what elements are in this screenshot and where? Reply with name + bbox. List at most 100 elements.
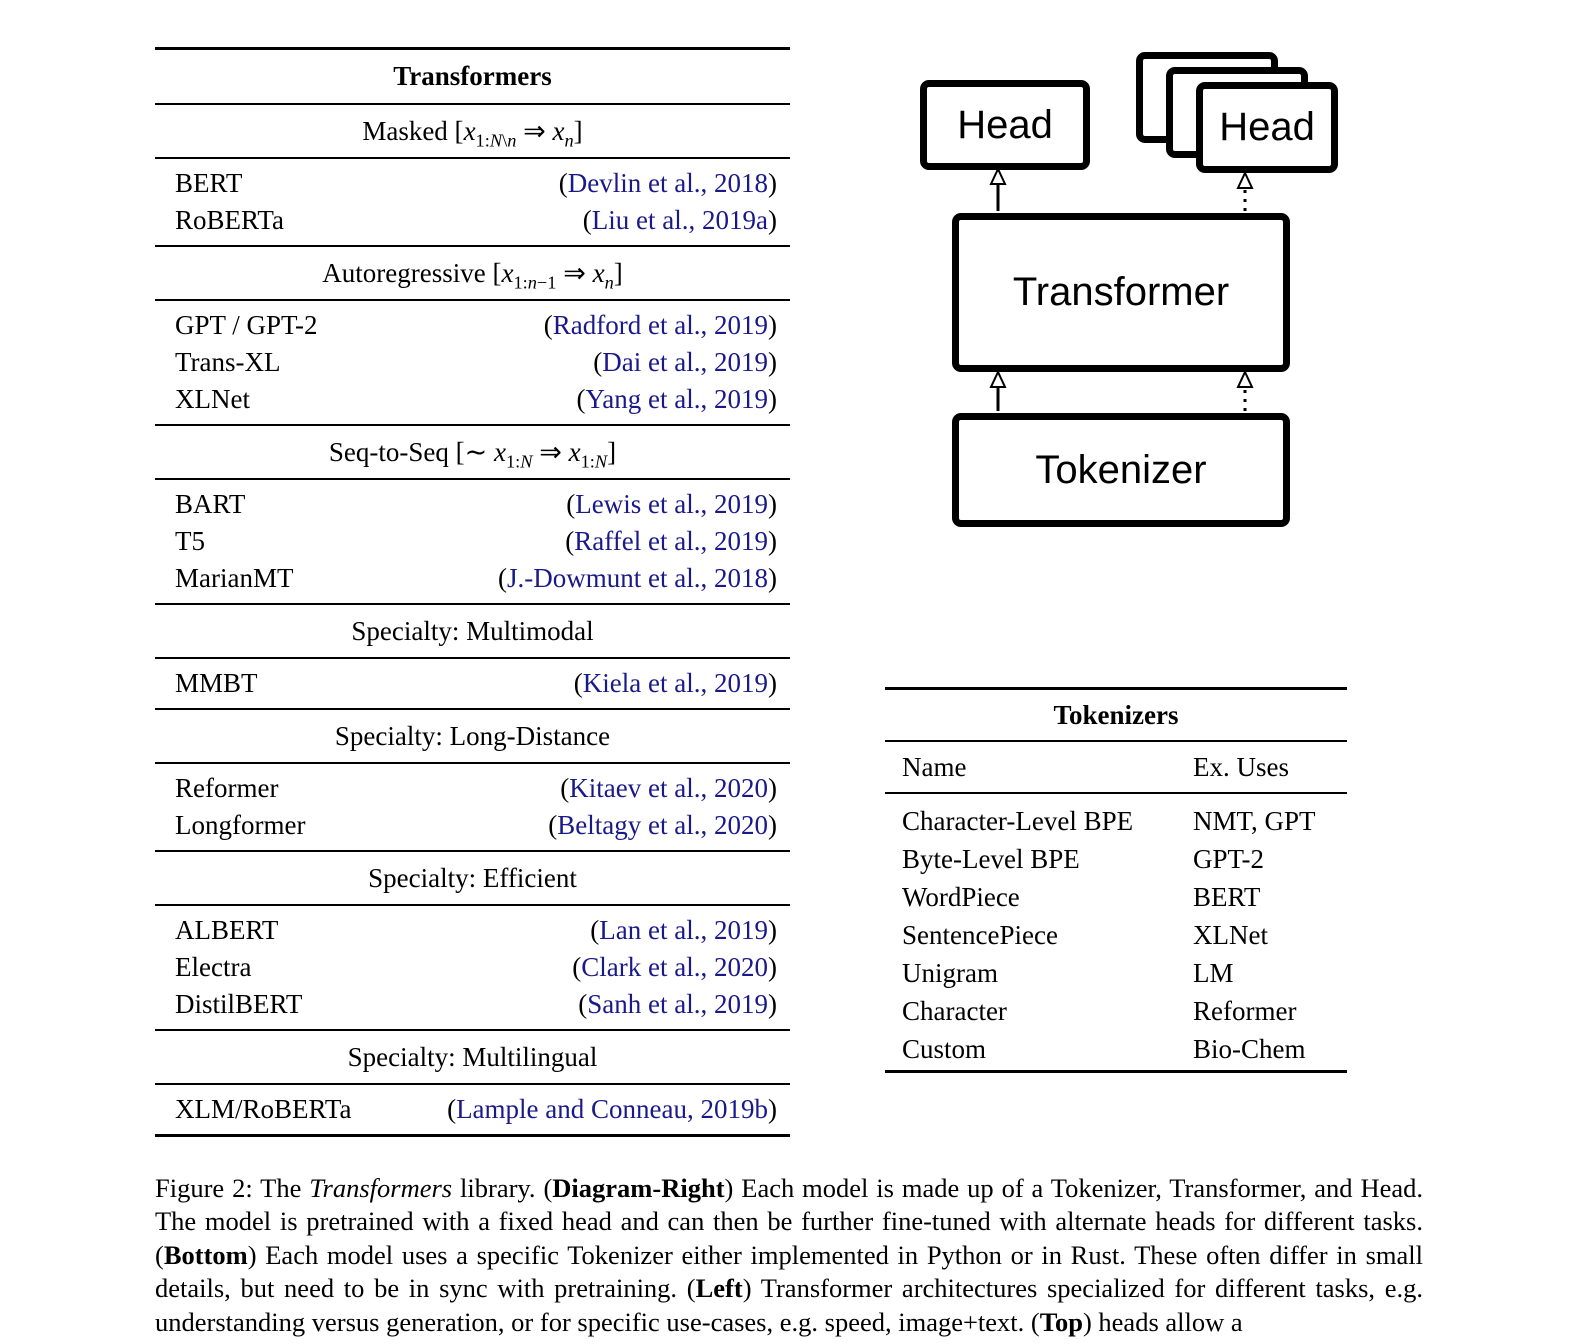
tokenizer-name: Character: [902, 996, 1007, 1026]
model-row: RoBERTa (Liu et al., 2019a): [155, 202, 790, 239]
model-name: BERT: [175, 168, 243, 198]
paren-close: ): [768, 526, 777, 556]
paren-open: (: [582, 205, 592, 235]
model-citation: (Raffel et al., 2019): [565, 523, 777, 560]
tokenizer-uses: XLNet: [1193, 920, 1268, 950]
tokenizer-uses: BERT: [1193, 882, 1261, 912]
citation-link[interactable]: Clark et al., 2020: [581, 952, 768, 982]
paren-close: ): [768, 310, 777, 340]
arrow-transformer-to-head-stack: [1236, 170, 1254, 211]
model-name: XLM/RoBERTa: [175, 1094, 352, 1124]
tokenizer-uses: Reformer: [1193, 996, 1297, 1026]
citation-link[interactable]: Devlin et al., 2018: [567, 168, 768, 198]
head-stack-card-front: Head: [1196, 82, 1338, 173]
head-box: Head: [920, 80, 1090, 170]
model-citation: (Lample and Conneau, 2019b): [447, 1091, 777, 1128]
paren-open: (: [548, 810, 558, 840]
model-row: XLNet (Yang et al., 2019): [155, 381, 790, 418]
model-architecture-diagram: Head Head Transformer Tokenizer: [900, 40, 1370, 540]
model-citation: (Devlin et al., 2018): [559, 165, 777, 202]
tokenizer-name: WordPiece: [902, 882, 1020, 912]
model-row: BART (Lewis et al., 2019): [155, 486, 790, 523]
model-citation: (Lewis et al., 2019): [566, 486, 777, 523]
citation-link[interactable]: Sanh et al., 2019: [587, 989, 768, 1019]
paren-close: ): [768, 989, 777, 1019]
model-name: T5: [175, 526, 205, 556]
model-name: ALBERT: [175, 915, 279, 945]
model-row: DistilBERT (Sanh et al., 2019): [155, 986, 790, 1023]
citation-link[interactable]: Lewis et al., 2019: [575, 489, 768, 519]
section-rows-autoregressive: GPT / GPT-2 (Radford et al., 2019) Trans…: [155, 301, 790, 426]
model-name: MMBT: [175, 668, 258, 698]
paren-close: ): [768, 205, 777, 235]
model-citation: (Clark et al., 2020): [572, 949, 777, 986]
tokenizer-row: Character-Level BPE NMT, GPT: [885, 802, 1347, 840]
model-name: XLNet: [175, 384, 250, 414]
paren-open: (: [573, 668, 583, 698]
model-row: ALBERT (Lan et al., 2019): [155, 912, 790, 949]
tokenizer-uses: LM: [1193, 958, 1234, 988]
section-header-multilingual: Specialty: Multilingual: [155, 1031, 790, 1085]
paren-open: (: [498, 563, 508, 593]
model-row: GPT / GPT-2 (Radford et al., 2019): [155, 307, 790, 344]
section-header-multimodal: Specialty: Multimodal: [155, 605, 790, 659]
tokenizers-table-title: Tokenizers: [885, 690, 1347, 742]
model-row: Trans-XL (Dai et al., 2019): [155, 344, 790, 381]
paren-close: ): [768, 168, 777, 198]
citation-link[interactable]: Raffel et al., 2019: [574, 526, 768, 556]
arrow-tokenizer-to-transformer: [989, 369, 1007, 411]
section-rows-multilingual: XLM/RoBERTa (Lample and Conneau, 2019b): [155, 1085, 790, 1134]
head-label: Head: [957, 102, 1053, 147]
diagram-arrows: [989, 166, 1254, 411]
column-header-ex-uses: Ex. Uses: [1193, 752, 1289, 782]
citation-link[interactable]: Kitaev et al., 2020: [569, 773, 768, 803]
section-header-seq-to-seq: Seq-to-Seq [∼ x1:N ⇒ x1:N]: [155, 426, 790, 480]
figure-caption: Figure 2: The Transformers library. (Dia…: [155, 1173, 1424, 1337]
citation-link[interactable]: Lample and Conneau, 2019b: [456, 1094, 768, 1124]
paren-open: (: [560, 773, 570, 803]
section-rows-multimodal: MMBT (Kiela et al., 2019): [155, 659, 790, 710]
paren-close: ): [768, 384, 777, 414]
section-header-efficient: Specialty: Efficient: [155, 852, 790, 906]
model-row: Reformer (Kitaev et al., 2020): [155, 770, 790, 807]
citation-link[interactable]: Lan et al., 2019: [599, 915, 768, 945]
citation-link[interactable]: J.-Dowmunt et al., 2018: [507, 563, 768, 593]
tokenizer-row: Byte-Level BPE GPT-2: [885, 840, 1347, 878]
tokenizer-row: Character Reformer: [885, 992, 1347, 1030]
paren-open: (: [566, 489, 576, 519]
citation-link[interactable]: Kiela et al., 2019: [582, 668, 768, 698]
citation-link[interactable]: Liu et al., 2019a: [591, 205, 768, 235]
section-rows-masked: BERT (Devlin et al., 2018) RoBERTa (Liu …: [155, 159, 790, 247]
model-citation: (J.-Dowmunt et al., 2018): [498, 560, 777, 597]
model-row: BERT (Devlin et al., 2018): [155, 165, 790, 202]
arrow-tokenizer-to-transformer-dotted: [1236, 369, 1254, 411]
paren-close: ): [768, 915, 777, 945]
paren-open: (: [590, 915, 600, 945]
model-name: DistilBERT: [175, 989, 303, 1019]
citation-link[interactable]: Radford et al., 2019: [552, 310, 768, 340]
model-name: GPT / GPT-2: [175, 310, 318, 340]
section-header-long-distance: Specialty: Long-Distance: [155, 710, 790, 764]
paren-open: (: [578, 989, 588, 1019]
citation-link[interactable]: Dai et al., 2019: [602, 347, 768, 377]
tokenizer-uses: Bio-Chem: [1193, 1034, 1306, 1064]
model-row: T5 (Raffel et al., 2019): [155, 523, 790, 560]
model-citation: (Lan et al., 2019): [590, 912, 777, 949]
tokenizer-row: Custom Bio-Chem: [885, 1030, 1347, 1068]
paren-open: (: [565, 526, 575, 556]
model-citation: (Sanh et al., 2019): [578, 986, 777, 1023]
paren-open: (: [447, 1094, 457, 1124]
citation-link[interactable]: Beltagy et al., 2020: [557, 810, 768, 840]
model-name: Electra: [175, 952, 252, 982]
tokenizer-box: Tokenizer: [952, 413, 1290, 527]
paren-open: (: [593, 347, 603, 377]
model-row: Electra (Clark et al., 2020): [155, 949, 790, 986]
model-citation: (Radford et al., 2019): [544, 307, 777, 344]
citation-link[interactable]: Yang et al., 2019: [585, 384, 768, 414]
model-name: BART: [175, 489, 246, 519]
tokenizer-name: Custom: [902, 1034, 987, 1064]
tokenizer-row: SentencePiece XLNet: [885, 916, 1347, 954]
paren-close: ): [768, 489, 777, 519]
tokenizer-row: WordPiece BERT: [885, 878, 1347, 916]
